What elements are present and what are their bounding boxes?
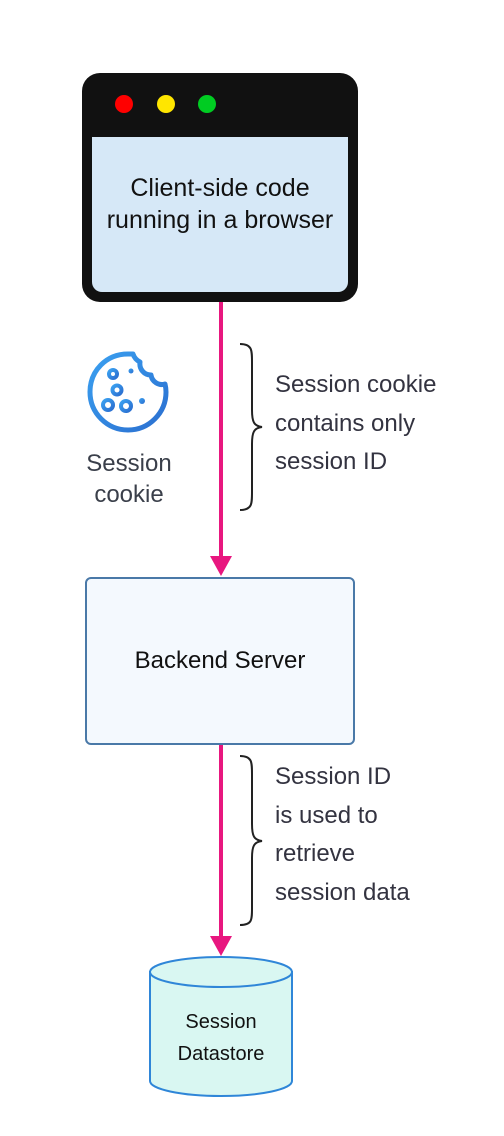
annotation-session-id-line2: is used to [275, 801, 378, 829]
cookie-label: Session cookie [70, 448, 188, 510]
window-maximize-dot [198, 95, 216, 113]
browser-label: Client-side code running in a browser [106, 173, 334, 234]
backend-server-box: Backend Server [85, 577, 355, 745]
brace-top [239, 343, 263, 511]
backend-server-label: Backend Server [134, 647, 306, 674]
window-close-dot [115, 95, 133, 113]
annotation-cookie-line2: contains only [275, 409, 416, 437]
datastore-label: Session Datastore [150, 1006, 292, 1070]
annotation-session-id: Session ID is used to retrieve session d… [275, 758, 410, 912]
annotation-cookie-line1: Session cookie [275, 371, 437, 398]
arrow-head-datastore [210, 936, 232, 956]
cookie-label-line1: Session [86, 450, 172, 477]
datastore-label-line2: Datastore [177, 1043, 265, 1065]
annotation-session-id-line4: session data [275, 878, 410, 906]
annotation-cookie: Session cookie contains only session ID [275, 366, 436, 482]
arrow-head-backend [210, 556, 232, 576]
window-minimize-dot [157, 95, 175, 113]
brace-bottom [239, 755, 263, 926]
datastore-cylinder-icon [149, 956, 293, 1097]
annotation-session-id-line3: retrieve [275, 840, 356, 867]
datastore-label-line1: Session [185, 1011, 257, 1033]
cookie-label-line2: cookie [94, 481, 164, 508]
annotation-session-id-line1: Session ID [275, 763, 392, 790]
browser-content: Client-side code running in a browser [92, 137, 348, 292]
cookie-icon [87, 351, 169, 433]
annotation-cookie-line3: session ID [275, 448, 388, 475]
